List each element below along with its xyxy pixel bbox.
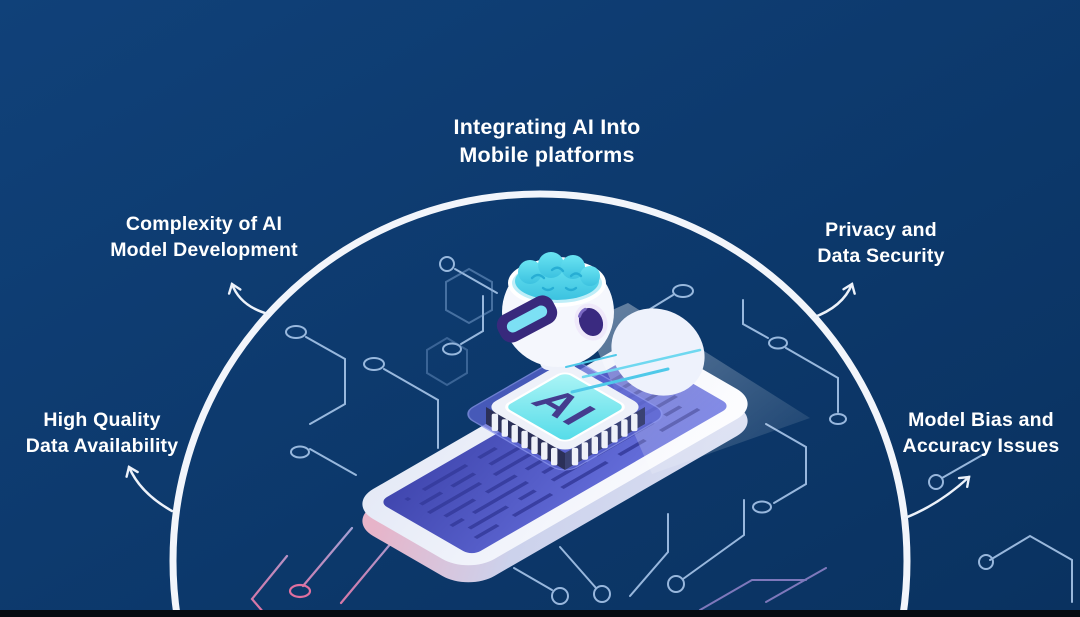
- arrow-high-quality: [125, 465, 174, 513]
- challenge-label-privacy: Privacy and Data Security: [731, 218, 1031, 269]
- challenge-line: Privacy and: [825, 219, 937, 241]
- speed-lines: [565, 348, 702, 394]
- challenge-line: Model Development: [110, 238, 298, 261]
- robot-head-icon: [496, 252, 614, 370]
- challenge-label-model-bias: Model Bias and Accuracy Issues: [831, 408, 1080, 459]
- arrow-complexity: [227, 282, 270, 316]
- chip-pin-teeth: [491, 413, 638, 466]
- label-arrows: [125, 282, 971, 520]
- pink-circuit-traces: [250, 526, 394, 615]
- arrow-privacy: [810, 282, 856, 320]
- challenge-line: Data Availability: [25, 434, 179, 457]
- hexagon-decor: [426, 267, 493, 387]
- challenge-line: Complexity of AI: [125, 213, 283, 235]
- robot-ear-port-icon: [574, 303, 608, 341]
- robot-visor: [496, 295, 558, 343]
- challenge-line: High Quality: [43, 409, 161, 431]
- bottom-dark-bar: [0, 610, 1080, 617]
- chip-top: [505, 372, 625, 442]
- challenge-label-complexity: Complexity of AI Model Development: [54, 212, 354, 263]
- main-circle: [169, 190, 911, 617]
- page-title: Integrating AI Into Mobile platforms: [390, 113, 704, 170]
- robot-shoulder: [611, 308, 705, 396]
- challenge-label-high-quality-data: High Quality Data Availability: [0, 408, 204, 459]
- arrow-model-bias: [903, 475, 971, 520]
- title-line-1: Integrating AI Into: [453, 115, 641, 139]
- title-line-2: Mobile platforms: [459, 143, 635, 168]
- challenge-line: Model Bias and: [908, 409, 1054, 431]
- challenge-line: Data Security: [817, 244, 945, 267]
- robot-brain: [508, 252, 606, 307]
- circuit-traces: [285, 256, 1073, 605]
- challenge-line: Accuracy Issues: [902, 434, 1060, 457]
- purple-circuit-traces: [699, 567, 827, 611]
